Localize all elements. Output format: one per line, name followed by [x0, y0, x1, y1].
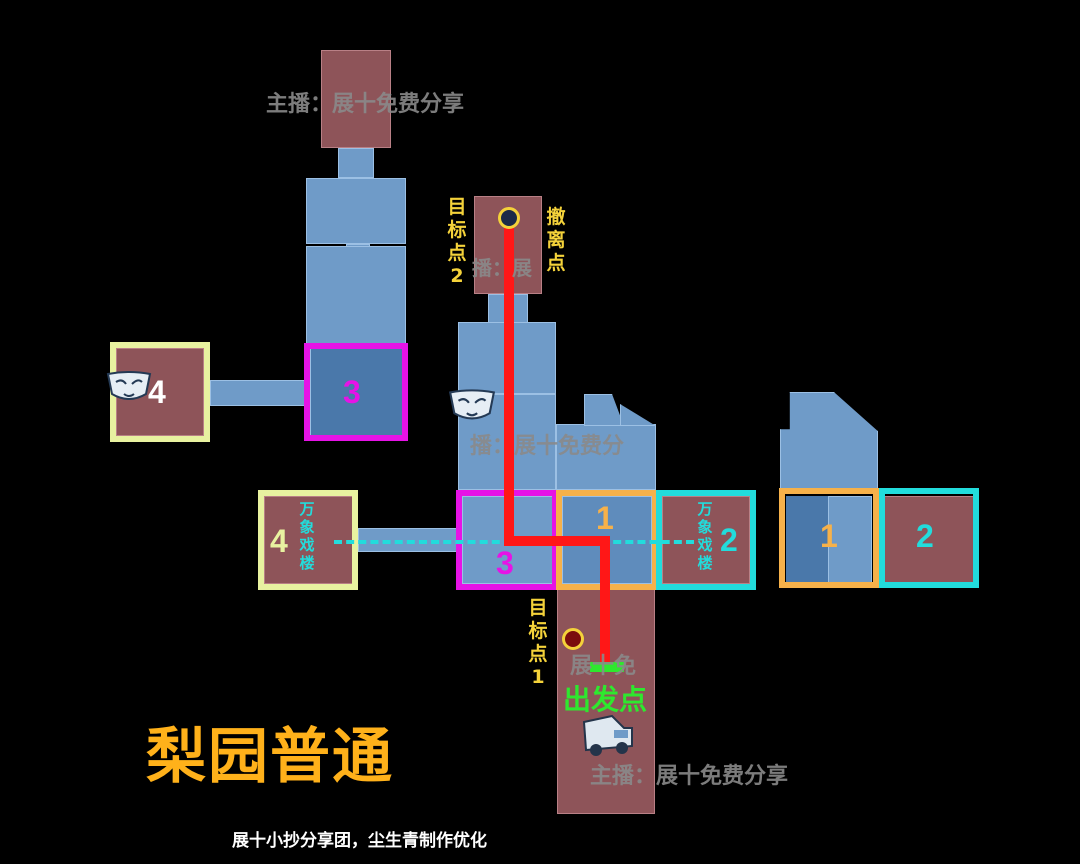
watermark-extraction: 播：展 — [472, 256, 532, 280]
theater-left-label: 万象戏楼 — [299, 500, 315, 572]
mask-icon — [448, 389, 496, 420]
zone-2-right — [879, 488, 979, 588]
watermark-top: 主播：展十免费分享 — [266, 92, 465, 117]
extraction-label: 撤离点 — [546, 206, 566, 274]
room-z1-right-fill-b — [828, 496, 872, 584]
zone-number-2-mid: 2 — [720, 522, 738, 558]
zone-number-3-mid: 3 — [496, 545, 514, 581]
map-title: 梨园普通 — [146, 722, 394, 792]
extraction-marker-icon — [498, 207, 520, 229]
watermark-spawn: 展十免 — [570, 654, 637, 679]
room-north-corridor — [338, 148, 374, 178]
zone-number-2-right: 2 — [916, 518, 934, 554]
zone-number-4-mid: 4 — [270, 523, 288, 559]
vehicle-icon — [582, 714, 633, 756]
zone-number-3-top: 3 — [343, 374, 361, 410]
zone-number-1-right: 1 — [820, 518, 838, 554]
credit-text: 展十小抄分享团，尘生青制作优化 — [232, 831, 487, 851]
room-center-east-slant — [620, 404, 656, 426]
zone-number-4-top: 4 — [148, 374, 166, 410]
room-center-east-top — [584, 394, 624, 426]
room-north-shrine — [321, 50, 391, 148]
route-segment-3 — [600, 536, 610, 662]
zone-1-right — [779, 488, 879, 588]
room-north-hall — [306, 178, 406, 244]
watermark-center: 播：展十免费分 — [470, 434, 625, 459]
corridor-west — [210, 380, 306, 406]
start-point-bar — [590, 662, 624, 672]
watermark-bottom: 主播：展十免费分享 — [590, 764, 789, 789]
route-segment-1 — [504, 218, 514, 544]
zone-3-top — [304, 343, 408, 441]
target-marker-icon — [562, 628, 584, 650]
zone-number-1-mid: 1 — [596, 500, 614, 536]
start-point-label: 出发点 — [563, 683, 648, 716]
room-north-lower — [306, 246, 406, 346]
room-center-east-wing — [556, 424, 656, 490]
room-east-tower — [780, 392, 878, 490]
mask-icon — [106, 371, 152, 400]
theater-right-label: 万象戏楼 — [697, 500, 713, 572]
route-segment-2 — [504, 536, 610, 546]
